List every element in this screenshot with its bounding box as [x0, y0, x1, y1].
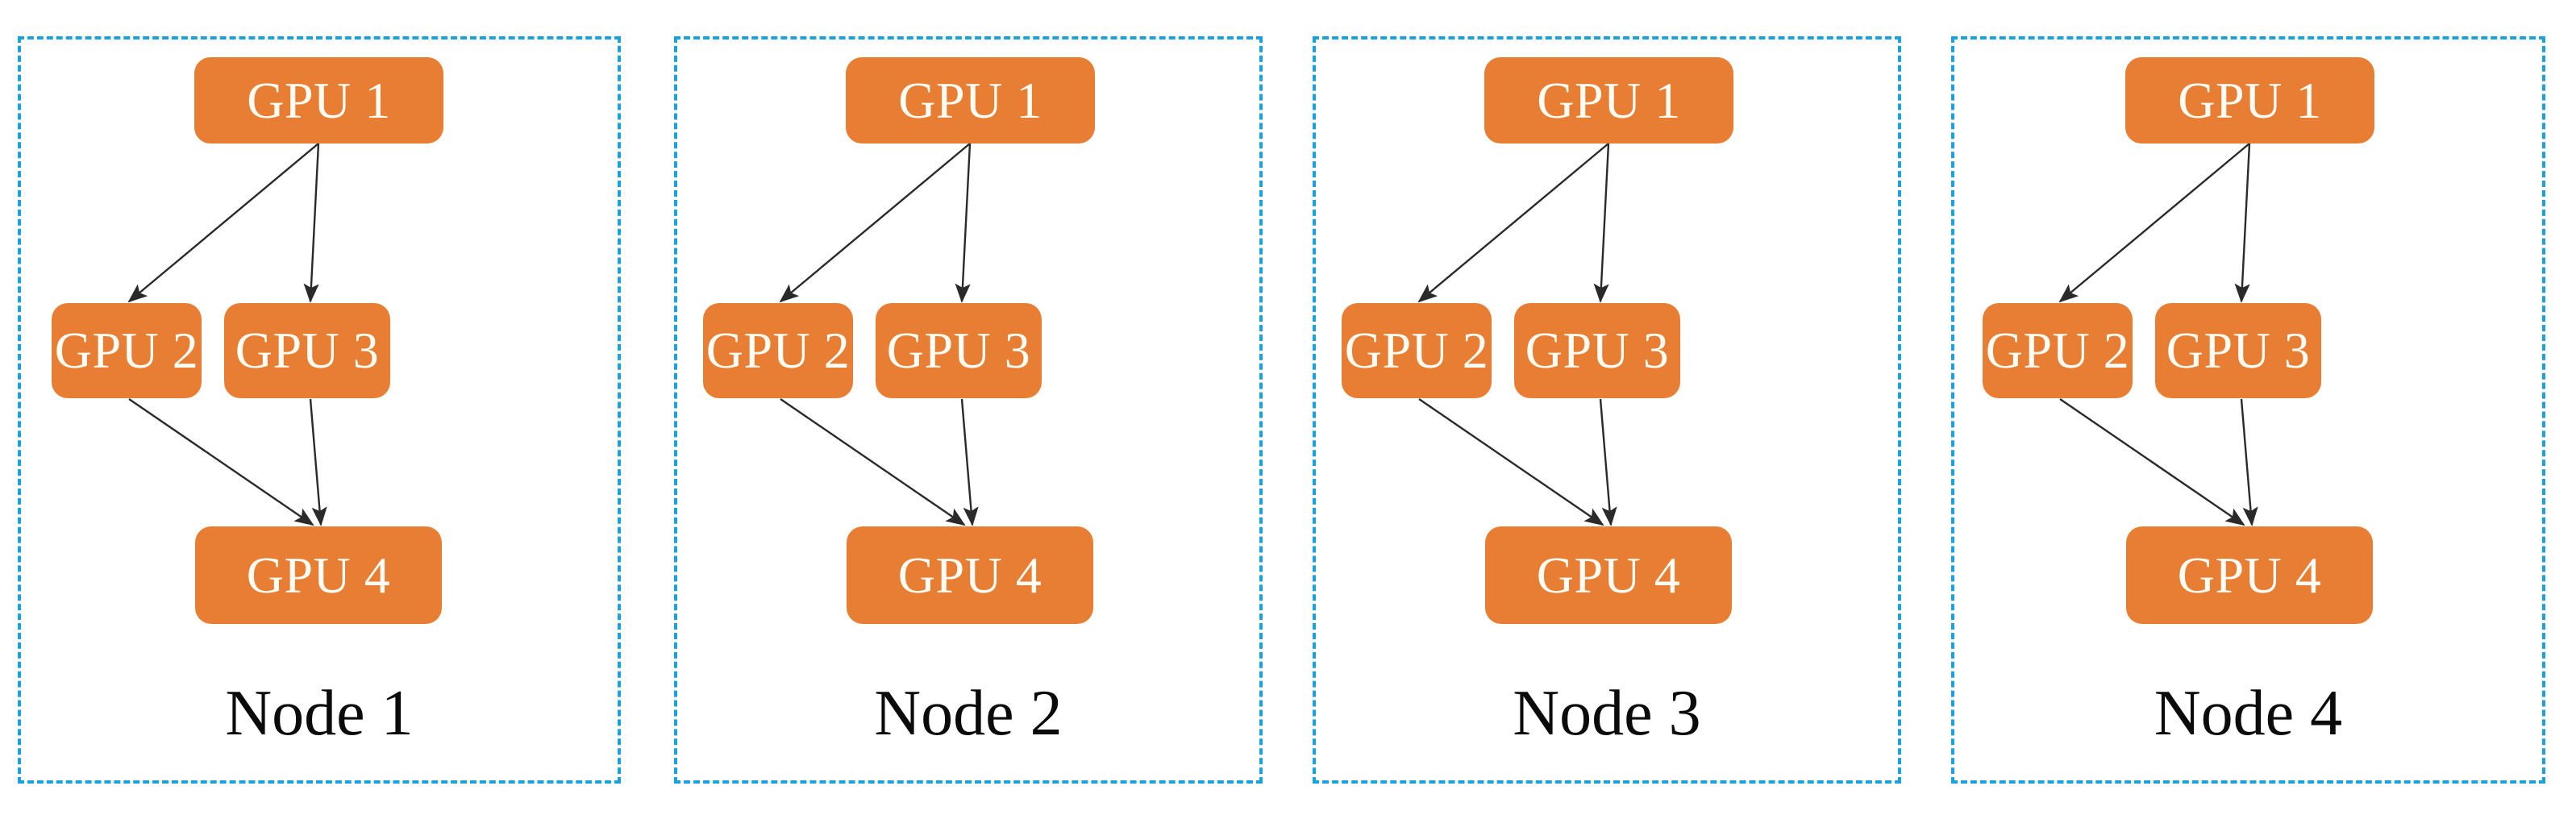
gpu-box-node-4-gpu-1: GPU 1	[2125, 57, 2374, 143]
gpu-box-node-1-gpu-2: GPU 2	[52, 303, 202, 398]
node-label-node-2: Node 2	[874, 678, 1063, 749]
gpu-box-node-4-gpu-3: GPU 3	[2155, 303, 2321, 398]
gpu-box-node-3-gpu-2: GPU 2	[1342, 303, 1492, 398]
gpu-box-node-2-gpu-1: GPU 1	[846, 57, 1095, 143]
node-label-node-3: Node 3	[1513, 678, 1701, 749]
gpu-box-node-1-gpu-4: GPU 4	[195, 526, 442, 624]
node-label-node-4: Node 4	[2154, 678, 2343, 749]
node-panel-node-2	[674, 36, 1263, 784]
gpu-box-node-1-gpu-3: GPU 3	[224, 303, 390, 398]
node-label-node-1: Node 1	[225, 678, 414, 749]
gpu-box-node-3-gpu-3: GPU 3	[1514, 303, 1680, 398]
node-panel-node-4	[1951, 36, 2545, 784]
gpu-box-node-2-gpu-2: GPU 2	[703, 303, 853, 398]
gpu-box-node-4-gpu-2: GPU 2	[1983, 303, 2133, 398]
gpu-box-node-1-gpu-1: GPU 1	[194, 57, 443, 143]
node-panel-node-1	[18, 36, 621, 784]
gpu-box-node-4-gpu-4: GPU 4	[2126, 526, 2373, 624]
gpu-box-node-2-gpu-3: GPU 3	[876, 303, 1042, 398]
gpu-box-node-2-gpu-4: GPU 4	[847, 526, 1093, 624]
gpu-box-node-3-gpu-4: GPU 4	[1485, 526, 1732, 624]
node-panel-node-3	[1313, 36, 1901, 784]
gpu-box-node-3-gpu-1: GPU 1	[1484, 57, 1733, 143]
